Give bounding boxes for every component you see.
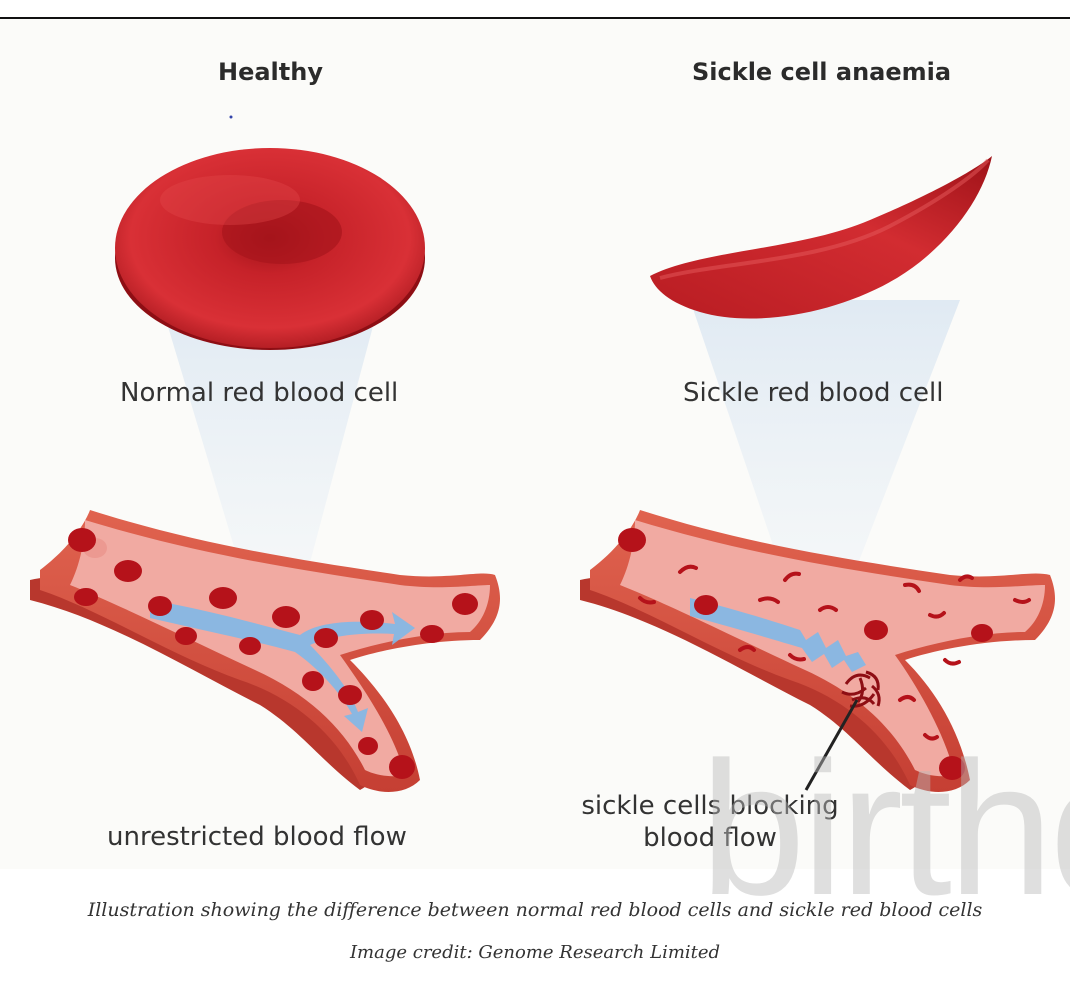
sickle-red-blood-cell: [650, 156, 992, 319]
normal-cell-label: Normal red blood cell: [120, 378, 398, 408]
image-credit: Image credit: Genome Research Limited: [0, 942, 1070, 963]
healthy-heading: Healthy: [218, 58, 323, 86]
sickle-cell-label: Sickle red blood cell: [683, 378, 944, 408]
unrestricted-flow-label: unrestricted blood flow: [107, 822, 407, 852]
stray-dot: [230, 116, 233, 119]
sickle-heading: Sickle cell anaemia: [692, 58, 951, 86]
normal-red-blood-cell: [115, 148, 425, 350]
watermark: birthd: [700, 720, 1070, 938]
